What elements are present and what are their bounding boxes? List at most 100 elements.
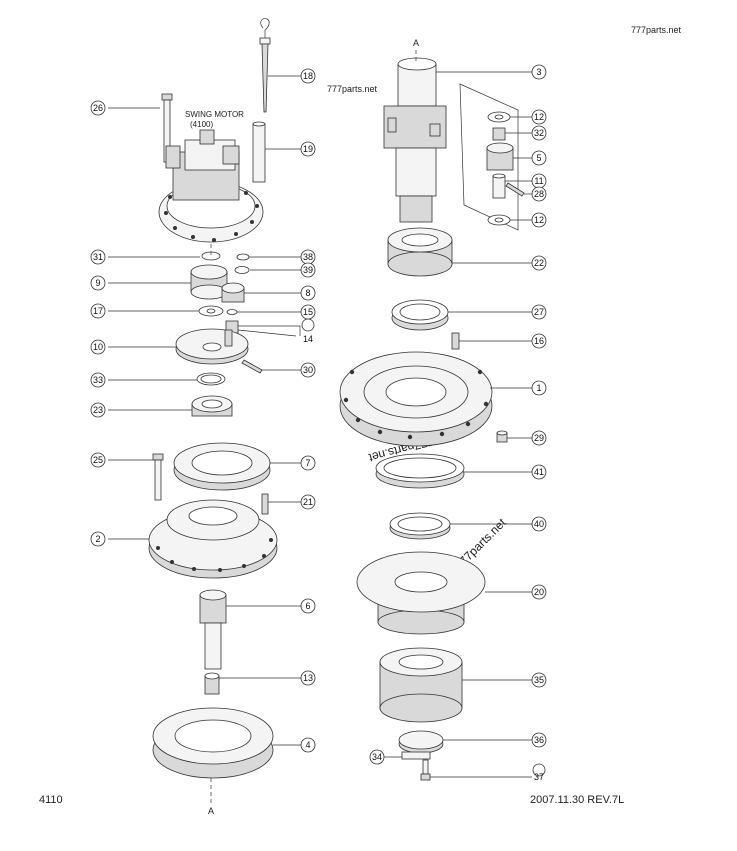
callout-31: 31 [90, 249, 106, 265]
watermark-shaft: 777parts.net [327, 84, 378, 94]
svg-text:26: 26 [93, 103, 103, 113]
svg-text:33: 33 [93, 375, 103, 385]
gear-8 [221, 282, 245, 303]
callout-26: 26 [90, 100, 106, 116]
svg-text:17: 17 [93, 306, 103, 316]
svg-text:34: 34 [372, 752, 382, 762]
svg-text:21: 21 [303, 497, 313, 507]
ring-15 [226, 309, 238, 315]
callout-33: 33 [90, 372, 106, 388]
callout-2: 2 [90, 531, 106, 547]
callout-22: 22 [531, 255, 547, 271]
ring-40 [389, 512, 451, 540]
snap-ring-33 [196, 372, 226, 386]
svg-text:41: 41 [534, 467, 544, 477]
svg-text:25: 25 [93, 455, 103, 465]
svg-text:39: 39 [303, 265, 313, 275]
callout-7: 7 [300, 455, 316, 471]
bolt-25 [152, 453, 164, 501]
callout-6: 6 [300, 598, 316, 614]
svg-text:11: 11 [534, 176, 543, 186]
callout-19: 19 [300, 141, 316, 157]
callout-21: 21 [300, 494, 316, 510]
callout-30: 30 [300, 362, 316, 378]
callout-23: 23 [90, 402, 106, 418]
callout-32: 32 [531, 125, 547, 141]
svg-text:2: 2 [95, 534, 100, 544]
svg-text:9: 9 [95, 278, 100, 288]
bearing-32 [492, 127, 506, 141]
pinion-gear-35 [379, 647, 463, 723]
svg-text:12: 12 [534, 215, 544, 225]
callout-8: 8 [300, 285, 316, 301]
shaft-6 [199, 589, 227, 670]
svg-text:6: 6 [305, 601, 310, 611]
svg-text:29: 29 [534, 433, 544, 443]
callout-16: 16 [531, 333, 547, 349]
svg-text:1: 1 [536, 383, 541, 393]
svg-text:13: 13 [303, 673, 313, 683]
callout-12-top: 12 [531, 109, 547, 125]
center-lines [210, 50, 417, 806]
callout-4: 4 [300, 737, 316, 753]
svg-text:31: 31 [93, 252, 103, 262]
callout-14: 14 [303, 334, 313, 344]
watermark-top-right: 777parts.net [631, 25, 682, 35]
svg-text:14: 14 [303, 334, 313, 344]
ring-38 [236, 253, 250, 261]
callout-10: 10 [90, 339, 106, 355]
lock-plate-34 [401, 751, 431, 760]
callout-35: 35 [531, 672, 547, 688]
svg-text:22: 22 [534, 258, 544, 268]
svg-text:20: 20 [534, 587, 544, 597]
coupling-13 [204, 672, 220, 695]
svg-text:30: 30 [303, 365, 313, 375]
svg-text:23: 23 [93, 405, 103, 415]
svg-text:36: 36 [534, 735, 544, 745]
gear-9 [190, 264, 228, 300]
gear-5 [486, 142, 514, 171]
washer-17 [198, 305, 224, 317]
ring-gear-4 [152, 707, 274, 779]
svg-text:8: 8 [305, 288, 310, 298]
callout-28: 28 [531, 186, 547, 202]
callout-12-bottom: 12 [531, 212, 547, 228]
callout-13: 13 [300, 670, 316, 686]
ring-gear-7 [173, 442, 271, 491]
bearing-22 [387, 227, 453, 277]
bolt-37 [420, 759, 431, 781]
pinion-shaft-3 [383, 57, 447, 223]
svg-text:40: 40 [534, 519, 544, 529]
callout-20: 20 [531, 584, 547, 600]
pin-28 [505, 182, 525, 197]
callout-27: 27 [531, 304, 547, 320]
svg-text:28: 28 [534, 189, 544, 199]
callouts: 26 18 19 31 38 39 9 8 17 15 14 10 30 33 … [90, 64, 547, 782]
callout-1: 1 [531, 380, 547, 396]
section-mark-top: A [413, 38, 419, 48]
dipstick-18 [259, 18, 271, 113]
detail-box [459, 83, 519, 231]
washer-12-bottom [487, 214, 511, 226]
callout-15: 15 [300, 304, 316, 320]
callout-18: 18 [300, 68, 316, 84]
svg-text:38: 38 [303, 252, 313, 262]
svg-text:7: 7 [305, 458, 310, 468]
washer-12-top [487, 111, 511, 123]
pin-30 [241, 359, 263, 374]
pin-11 [492, 173, 506, 199]
pin-16 [451, 332, 460, 350]
callout-40: 40 [531, 516, 547, 532]
seal-27 [391, 299, 449, 331]
svg-text:16: 16 [534, 336, 544, 346]
svg-text:5: 5 [536, 153, 541, 163]
swing-motor-code: (4100) [190, 120, 213, 129]
cover-20 [356, 551, 486, 635]
callout-39: 39 [300, 262, 316, 278]
section-mark-bottom: A [208, 806, 214, 816]
leader-lines [108, 71, 532, 778]
bearing-23 [191, 395, 233, 417]
plug-29 [496, 430, 508, 443]
callout-38: 38 [300, 249, 316, 265]
swing-motor-label: SWING MOTOR [185, 110, 244, 119]
